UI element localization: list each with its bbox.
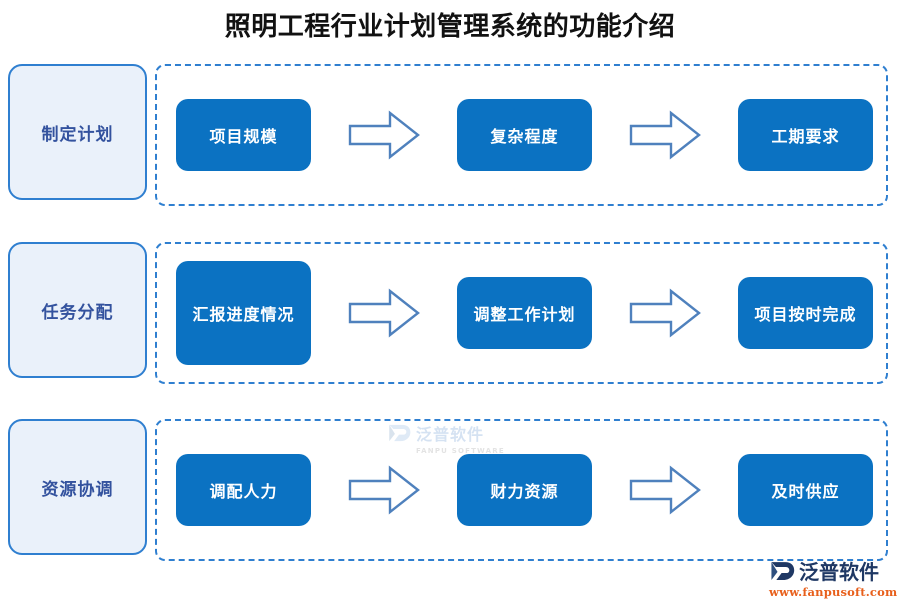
- arrow-right-icon: [348, 287, 420, 339]
- step-node-label: 调配人力: [209, 482, 278, 501]
- arrow-right-icon: [348, 464, 420, 516]
- arrow-right-icon: [629, 109, 701, 161]
- fanpu-swoosh-icon: [768, 558, 796, 584]
- stage-label-zhiding-jihua: 制定计划: [8, 64, 147, 200]
- step-node-label: 工期要求: [771, 127, 840, 146]
- brand-url: www.fanpusoft.com: [769, 585, 898, 599]
- step-node-label: 及时供应: [771, 482, 840, 501]
- step-node-label: 汇报进度情况: [192, 305, 295, 324]
- flow-steps-1: 项目规模 复杂程度 工期要求: [155, 64, 888, 206]
- stage-label-ziyuan-xietiao: 资源协调: [8, 419, 147, 555]
- brand-logo: 泛普软件 www.fanpusoft.com: [768, 556, 898, 599]
- step-node-tiaopei-renli[interactable]: 调配人力: [176, 454, 311, 526]
- arrow-right-icon: [348, 109, 420, 161]
- brand-name: 泛普软件: [799, 560, 879, 584]
- arrow-right-icon: [629, 464, 701, 516]
- step-node-label: 调整工作计划: [473, 305, 576, 324]
- step-node-jishi-gongying[interactable]: 及时供应: [738, 454, 873, 526]
- stage-label-text: 资源协调: [41, 479, 114, 500]
- step-node-label: 项目规模: [209, 127, 278, 146]
- step-node-tiaozheng-gongzuo-jihua[interactable]: 调整工作计划: [457, 277, 592, 349]
- step-node-fuza-chengdu[interactable]: 复杂程度: [457, 99, 592, 171]
- stage-label-text: 任务分配: [41, 302, 114, 323]
- flow-container-2: [155, 242, 888, 384]
- step-node-label: 财力资源: [490, 482, 559, 501]
- step-node-xiangmu-guimo[interactable]: 项目规模: [176, 99, 311, 171]
- flow-container-1: [155, 64, 888, 206]
- page-title: 照明工程行业计划管理系统的功能介绍: [224, 12, 676, 42]
- step-node-label: 复杂程度: [490, 127, 559, 146]
- arrow-right-icon: [629, 287, 701, 339]
- step-node-caili-ziyuan[interactable]: 财力资源: [457, 454, 592, 526]
- flow-steps-3: 调配人力 财力资源 及时供应: [155, 419, 888, 561]
- step-node-label: 项目按时完成: [754, 305, 857, 324]
- flow-steps-2: 汇报进度情况 调整工作计划 项目按时完成: [155, 242, 888, 384]
- flow-container-3: [155, 419, 888, 561]
- step-node-gongqi-yaoqiu[interactable]: 工期要求: [738, 99, 873, 171]
- step-node-xiangmu-anshi-wancheng[interactable]: 项目按时完成: [738, 277, 873, 349]
- step-node-huibao-jindu-qingkuang[interactable]: 汇报进度情况: [176, 261, 311, 365]
- stage-label-renwu-fenpei: 任务分配: [8, 242, 147, 378]
- stage-label-text: 制定计划: [41, 124, 114, 145]
